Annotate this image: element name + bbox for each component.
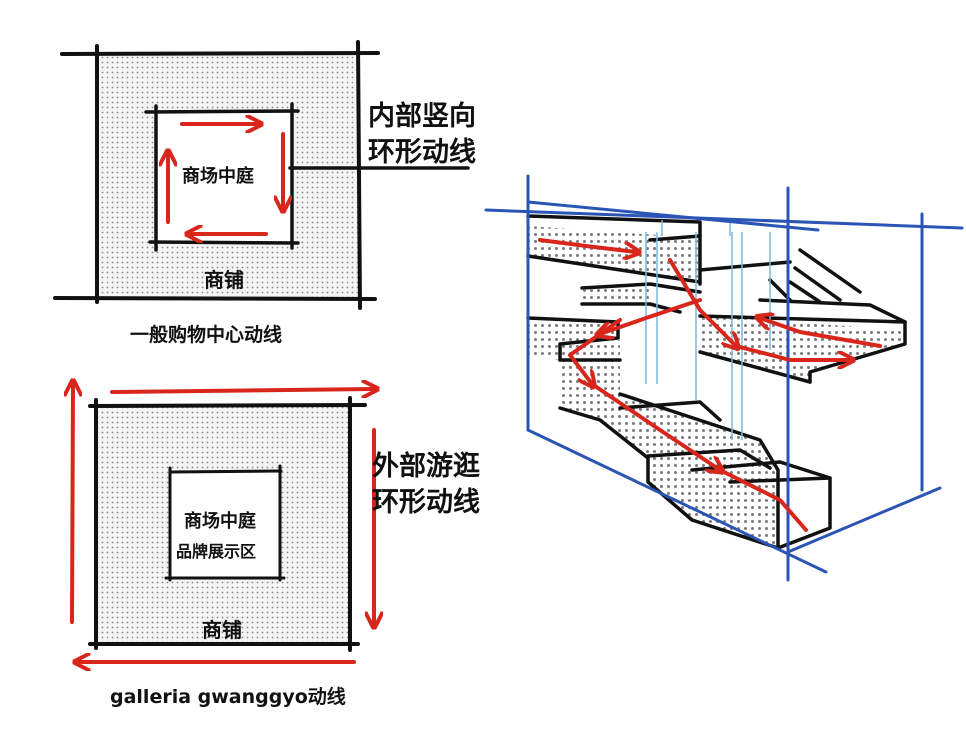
circulation-arrow [734, 344, 850, 360]
top-courtyard-walls [144, 102, 300, 252]
bottom-courtyard-label-line2: 品牌展示区 [176, 542, 257, 561]
top-shops-label: 商铺 [204, 268, 244, 292]
top-courtyard-area [156, 112, 293, 242]
bottom-circulation-arrows [72, 384, 374, 662]
bottom-flow-label-line1: 外部游逛 [372, 451, 480, 482]
top-plan-walls [53, 40, 380, 310]
circulation-arrow [718, 468, 808, 532]
bottom-courtyard-area [170, 472, 280, 578]
sketch-circulation-path [538, 238, 882, 532]
bottom-plan [72, 384, 374, 662]
bottom-plan-caption: galleria gwanggyo动线 [110, 686, 346, 708]
top-plan [53, 40, 470, 310]
sketch-slab-fills [528, 226, 905, 548]
sketch-ink-lines [526, 214, 907, 550]
bottom-shops-label: 商铺 [202, 618, 242, 642]
circulation-arrow [538, 238, 636, 252]
bottom-plan-walls [88, 396, 367, 652]
perspective-sketch [484, 174, 964, 582]
top-flow-label-line1: 内部竖向 [368, 101, 476, 132]
sketch-perspective-box [484, 174, 964, 582]
circulation-arrow [600, 298, 702, 334]
circulation-arrow [568, 318, 622, 384]
circulation-arrow [668, 258, 736, 346]
top-plan-caption: 一般购物中心动线 [130, 324, 283, 346]
circulation-arrow [760, 318, 882, 348]
bottom-flow-label-line2: 环形动线 [372, 487, 480, 518]
top-flow-label-line2: 环形动线 [368, 137, 476, 168]
top-circulation-arrows [168, 124, 283, 234]
bottom-courtyard-walls [164, 464, 286, 582]
circulation-arrow [72, 384, 73, 624]
circulation-arrow [590, 382, 720, 470]
bottom-courtyard-label-line1: 商场中庭 [184, 511, 256, 532]
top-courtyard-label: 商场中庭 [182, 166, 254, 187]
circulation-arrow [110, 389, 374, 392]
